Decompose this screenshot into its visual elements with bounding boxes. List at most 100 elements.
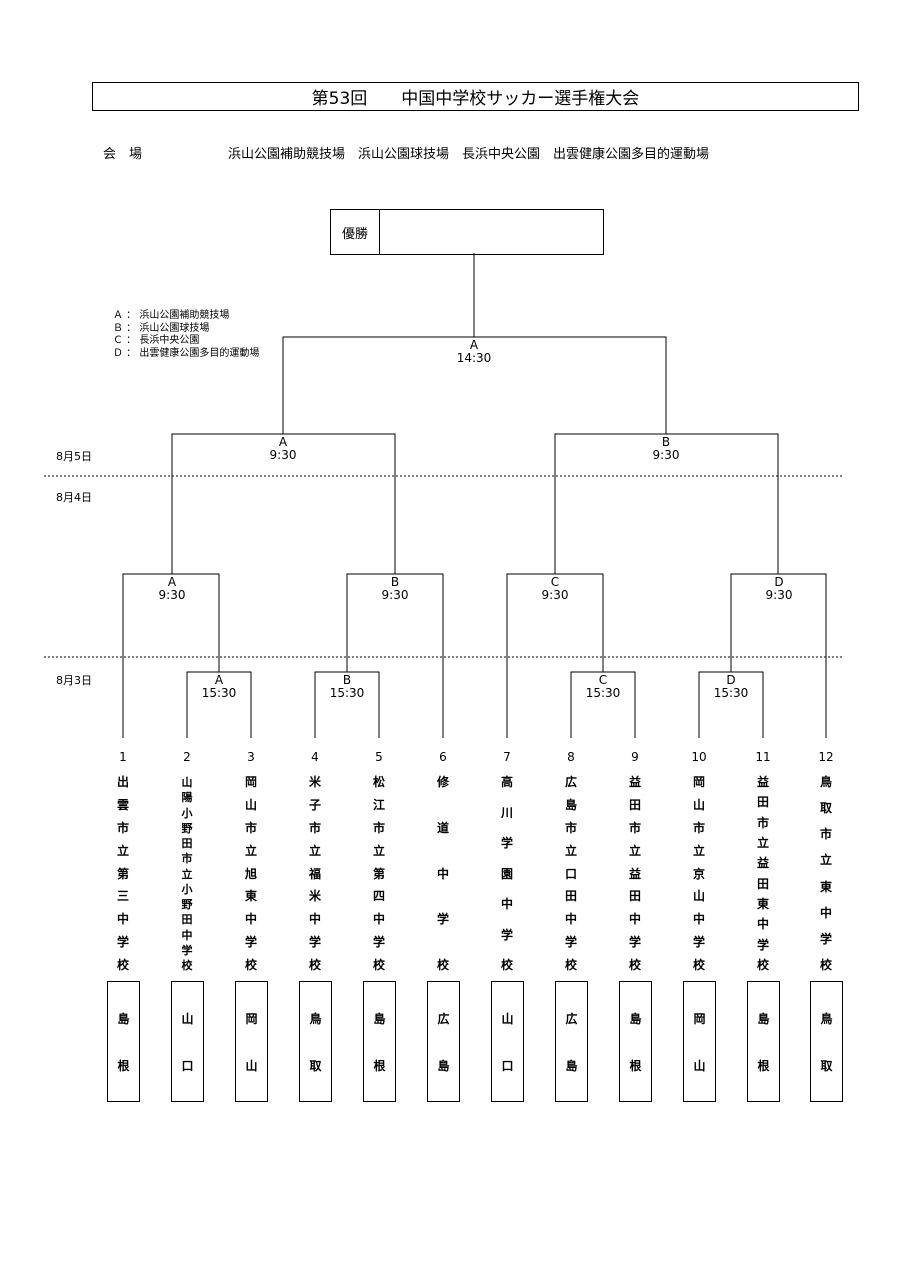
prefecture-char: 広 [437,1011,450,1026]
prefecture-char: 根 [373,1058,386,1073]
school-char: 立 [244,843,257,858]
winner-label: 優勝 [331,210,380,254]
school-char: 三 [116,889,129,904]
prefecture-char: 取 [309,1058,322,1073]
school-char: 中 [436,866,449,881]
school-char: 立 [692,843,705,858]
match-time: 15:30 [713,686,749,700]
team-school-name: 広島市立口田中学校 [561,776,581,972]
r1-d-bracket-line [698,671,764,738]
school-char: 山 [181,776,193,789]
prefecture-char: 山 [693,1058,706,1073]
school-char: 東 [756,896,769,911]
match-qf1: A 9:30 [142,576,202,602]
page-title: 第53回 中国中学校サッカー選手権大会 [311,89,640,109]
school-char: 山 [244,797,257,812]
school-char: 学 [308,935,321,950]
match-final: A 14:30 [444,339,504,365]
school-char: 立 [116,843,129,858]
prefecture-char: 根 [757,1058,770,1073]
school-char: 陽 [181,791,193,805]
team-school-name: 山陽小野田市立小野田中学校 [177,776,197,972]
school-char: 学 [436,912,449,927]
school-char: 米 [308,889,321,904]
team-school-name: 修道中学校 [433,776,453,972]
school-char: 中 [244,912,257,927]
team-school-name: 松江市立第四中学校 [369,776,389,972]
legend-item-d: Ｄ ： 出雲健康公園多目的運動場 [113,347,260,359]
school-char: 学 [692,935,705,950]
school-char: 中 [500,897,513,911]
prefecture-char: 取 [820,1058,833,1073]
school-char: 市 [819,827,832,842]
qf2-bracket-line [346,573,444,738]
team-school-name: 高川学園中学校 [497,776,517,972]
match-qf4: D 9:30 [749,576,809,602]
venue-legend: Ａ ： 浜山公園補助競技場 Ｂ ： 浜山公園球技場 Ｃ ： 長浜中央公園 Ｄ ：… [113,310,259,360]
school-char: 学 [628,935,641,950]
team-prefecture-box: 島根 [107,981,140,1102]
school-char: 市 [564,820,577,835]
school-char: 立 [181,867,193,881]
school-char: 益 [756,856,769,871]
legend-item-b: Ｂ ： 浜山公園球技場 [113,322,210,334]
match-time: 9:30 [158,588,186,602]
match-qf3: C 9:30 [525,576,585,602]
team-prefecture-box: 広島 [427,981,460,1102]
school-char: 広 [564,775,577,789]
match-time: 9:30 [652,448,680,462]
school-char: 学 [181,943,193,957]
school-char: 校 [372,958,385,972]
prefecture-char: 鳥 [820,1011,833,1026]
school-char: 市 [692,820,705,835]
school-char: 中 [819,905,832,920]
final-bracket-line [282,336,667,434]
school-char: 市 [372,820,385,835]
school-char: 学 [372,935,385,950]
school-char: 修 [436,775,449,789]
school-char: 田 [564,889,577,904]
qf1-bracket-line [122,573,220,738]
school-char: 益 [628,775,641,789]
team-seed: 8 [567,750,575,764]
team-school-name: 鳥取市立東中学校 [816,776,836,972]
school-char: 益 [628,866,641,881]
school-char: 学 [500,927,513,942]
school-char: 子 [308,797,321,812]
team-school-name: 米子市立福米中学校 [305,776,325,972]
team-seed: 12 [818,750,834,764]
school-char: 中 [564,912,577,927]
match-time: 15:30 [201,686,237,700]
school-char: 立 [564,843,577,858]
school-char: 校 [181,959,193,972]
prefecture-char: 山 [181,1011,194,1026]
match-time: 9:30 [269,448,297,462]
prefecture-char: 島 [437,1058,450,1073]
match-time: 14:30 [456,351,492,365]
team-prefecture-box: 岡山 [235,981,268,1102]
title-box: 第53回 中国中学校サッカー選手権大会 [92,82,859,111]
team-prefecture-box: 島根 [619,981,652,1102]
school-char: 山 [692,797,705,812]
team-prefecture-box: 鳥取 [810,981,843,1102]
prefecture-char: 鳥 [309,1011,322,1026]
team-school-name: 岡山市立旭東中学校 [241,776,261,972]
school-char: 岡 [244,775,257,789]
team-prefecture-box: 島根 [747,981,780,1102]
prefecture-char: 島 [757,1011,770,1026]
team-seed: 10 [691,750,707,764]
school-char: 道 [436,820,449,835]
school-char: 田 [756,876,769,891]
venue-label: 会 場 [103,147,143,162]
school-char: 校 [436,958,449,972]
match-venue: B [342,673,352,687]
team-prefecture-box: 岡山 [683,981,716,1102]
school-char: 学 [756,937,769,952]
team-seed: 6 [439,750,447,764]
winner-box: 優勝 [330,209,604,255]
date-aug4: 8月4日 [56,491,92,504]
prefecture-char: 山 [245,1058,258,1073]
team-seed: 4 [311,750,319,764]
team-seed: 2 [183,750,191,764]
team-seed: 9 [631,750,639,764]
